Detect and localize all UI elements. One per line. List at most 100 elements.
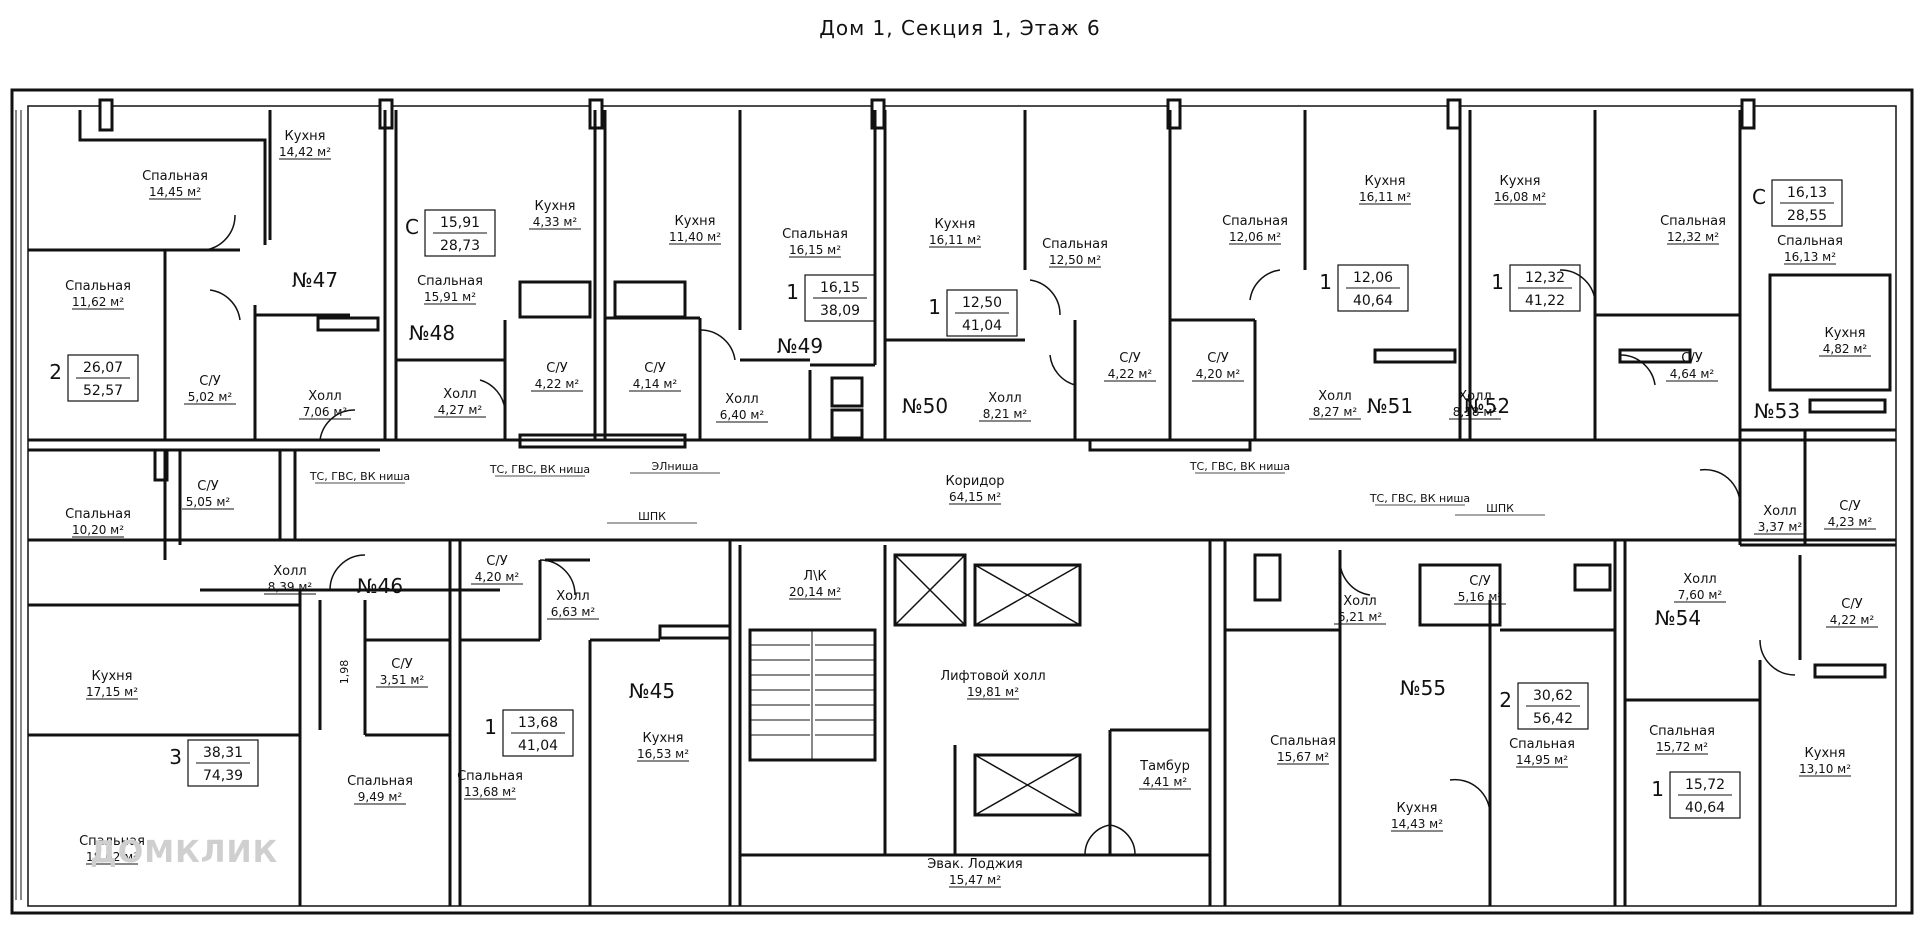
apartment-rooms: 3 xyxy=(169,745,182,769)
apartment-living-area: 15,72 xyxy=(1685,777,1725,793)
room-area: 64,15 м² xyxy=(949,490,1001,504)
room-name: С/У xyxy=(1119,351,1140,366)
room-area: 14,43 м² xyxy=(1391,817,1443,831)
room-area: 4,33 м² xyxy=(533,215,578,229)
room-name: Спальная xyxy=(782,227,848,242)
room-area: 12,50 м² xyxy=(1049,253,1101,267)
room-area: 18,62 м² xyxy=(86,850,138,864)
room-name: Кухня xyxy=(643,731,684,746)
room-name: Кухня xyxy=(1397,801,1438,816)
room-area: 17,15 м² xyxy=(86,685,138,699)
room-area: 4,22 м² xyxy=(1830,613,1875,627)
room-area: 9,49 м² xyxy=(358,790,403,804)
note-eniche: ЭЛниша xyxy=(651,460,698,473)
room-name: Кухня xyxy=(1825,326,1866,341)
room-name: С/У xyxy=(546,361,567,376)
apartment-rooms: 2 xyxy=(49,360,62,384)
room-name: Холл xyxy=(1763,504,1796,519)
apartment-summary-box xyxy=(424,209,496,257)
room-area: 5,16 м² xyxy=(1458,590,1503,604)
room-area: 14,42 м² xyxy=(279,145,331,159)
apartment-rooms: 1 xyxy=(1319,270,1332,294)
apartment-living-area: 15,91 xyxy=(440,215,480,231)
apartment-living-area: 13,68 xyxy=(518,715,558,731)
room-area: 16,11 м² xyxy=(1359,190,1411,204)
apartment-rooms: С xyxy=(405,215,419,239)
room-name: Кухня xyxy=(1365,174,1406,189)
room-area: 4,22 м² xyxy=(1108,367,1153,381)
room-area: 6,63 м² xyxy=(551,605,596,619)
apartment-number: №50 xyxy=(902,394,948,418)
room-area: 16,13 м² xyxy=(1784,250,1836,264)
room-area: 6,40 м² xyxy=(720,408,765,422)
room-area: 12,06 м² xyxy=(1229,230,1281,244)
room-area: 13,10 м² xyxy=(1799,762,1851,776)
room-name: Холл xyxy=(988,391,1021,406)
apartment-living-area: 16,15 xyxy=(820,280,860,296)
room-area: 14,95 м² xyxy=(1516,753,1568,767)
room-area: 11,62 м² xyxy=(72,295,124,309)
room-name: Кухня xyxy=(935,217,976,232)
room-area: 13,68 м² xyxy=(464,785,516,799)
apartment-number: №51 xyxy=(1367,394,1413,418)
room-name: Кухня xyxy=(1500,174,1541,189)
room-name: С/У xyxy=(644,361,665,376)
apartment-living-area: 38,31 xyxy=(203,745,243,761)
room-name: Эвак. Лоджия xyxy=(927,857,1023,872)
room-name: Кухня xyxy=(535,199,576,214)
apartment-total-area: 41,04 xyxy=(518,738,558,754)
stairs xyxy=(750,630,875,760)
room-name: Спальная xyxy=(457,769,523,784)
apartment-number: №53 xyxy=(1754,399,1800,423)
apartment-number: №49 xyxy=(777,334,823,358)
plan-title: Дом 1, Секция 1, Этаж 6 xyxy=(819,16,1101,40)
room-name: Спальная xyxy=(65,279,131,294)
room-area: 4,23 м² xyxy=(1828,515,1873,529)
apartment-number: №48 xyxy=(409,321,455,345)
apartment-summary-box xyxy=(1517,682,1589,730)
room-area: 10,20 м² xyxy=(72,523,124,537)
room-area: 15,91 м² xyxy=(424,290,476,304)
apartment-summary-box xyxy=(67,354,139,402)
room-area: 4,27 м² xyxy=(438,403,483,417)
room-area: 7,60 м² xyxy=(1678,588,1723,602)
note-shpk2: ШПК xyxy=(1486,502,1514,515)
room-name: Спальная xyxy=(1649,724,1715,739)
room-area: 11,40 м² xyxy=(669,230,721,244)
room-area: 7,06 м² xyxy=(303,405,348,419)
room-name: Лифтовой холл xyxy=(940,669,1045,684)
room-name: Спальная xyxy=(1509,737,1575,752)
note-small: 1,98 xyxy=(338,660,351,685)
room-name: С/У xyxy=(391,657,412,672)
room-area: 15,72 м² xyxy=(1656,740,1708,754)
apartment-summary-box xyxy=(946,289,1018,337)
apartment-total-area: 40,64 xyxy=(1685,800,1725,816)
apartment-summary-box xyxy=(1337,264,1409,312)
room-name: Холл xyxy=(1318,389,1351,404)
note-niche4: ТС, ГВС, ВК ниша xyxy=(1369,492,1470,505)
room-name: С/У xyxy=(1839,499,1860,514)
room-name: С/У xyxy=(486,554,507,569)
note-niche3: ТС, ГВС, ВК ниша xyxy=(1189,460,1290,473)
room-area: 4,41 м² xyxy=(1143,775,1188,789)
room-name: Холл xyxy=(443,387,476,402)
room-name: Холл xyxy=(1458,389,1491,404)
room-area: 3,37 м² xyxy=(1758,520,1803,534)
room-name: Спальная xyxy=(347,774,413,789)
room-name: Спальная xyxy=(1777,234,1843,249)
room-name: Спальная xyxy=(79,834,145,849)
apartment-summary-box xyxy=(1771,179,1843,227)
room-name: Холл xyxy=(273,564,306,579)
apartment-total-area: 56,42 xyxy=(1533,711,1573,727)
apartment-summary-box xyxy=(804,274,876,322)
room-name: Спальная xyxy=(65,507,131,522)
apartment-rooms: 1 xyxy=(1491,270,1504,294)
room-name: Кухня xyxy=(285,129,326,144)
room-name: Спальная xyxy=(1660,214,1726,229)
walls xyxy=(10,88,1914,915)
note-shpk1: ШПК xyxy=(638,510,666,523)
apartment-rooms: 1 xyxy=(786,280,799,304)
apartment-rooms: 1 xyxy=(1651,777,1664,801)
apartment-summary-box xyxy=(187,739,259,787)
